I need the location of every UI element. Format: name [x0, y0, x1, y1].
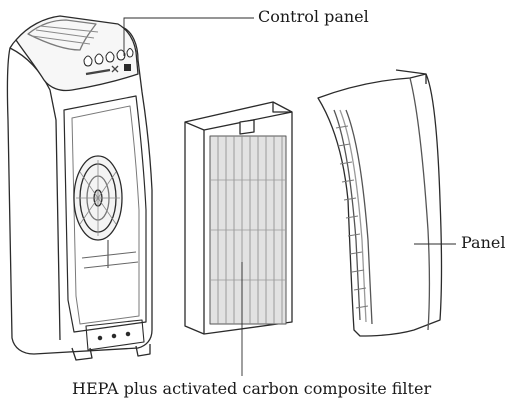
leader-control-panel	[123, 17, 254, 56]
panel-label: Panel	[461, 233, 506, 252]
purifier-body	[6, 15, 153, 361]
leader-lines	[123, 17, 456, 376]
control-panel-label: Control panel	[258, 7, 369, 26]
filter-unit	[184, 101, 293, 335]
filter-label: HEPA plus activated carbon composite fil…	[72, 379, 432, 398]
control-buttons	[83, 48, 134, 67]
front-panel	[317, 69, 443, 337]
